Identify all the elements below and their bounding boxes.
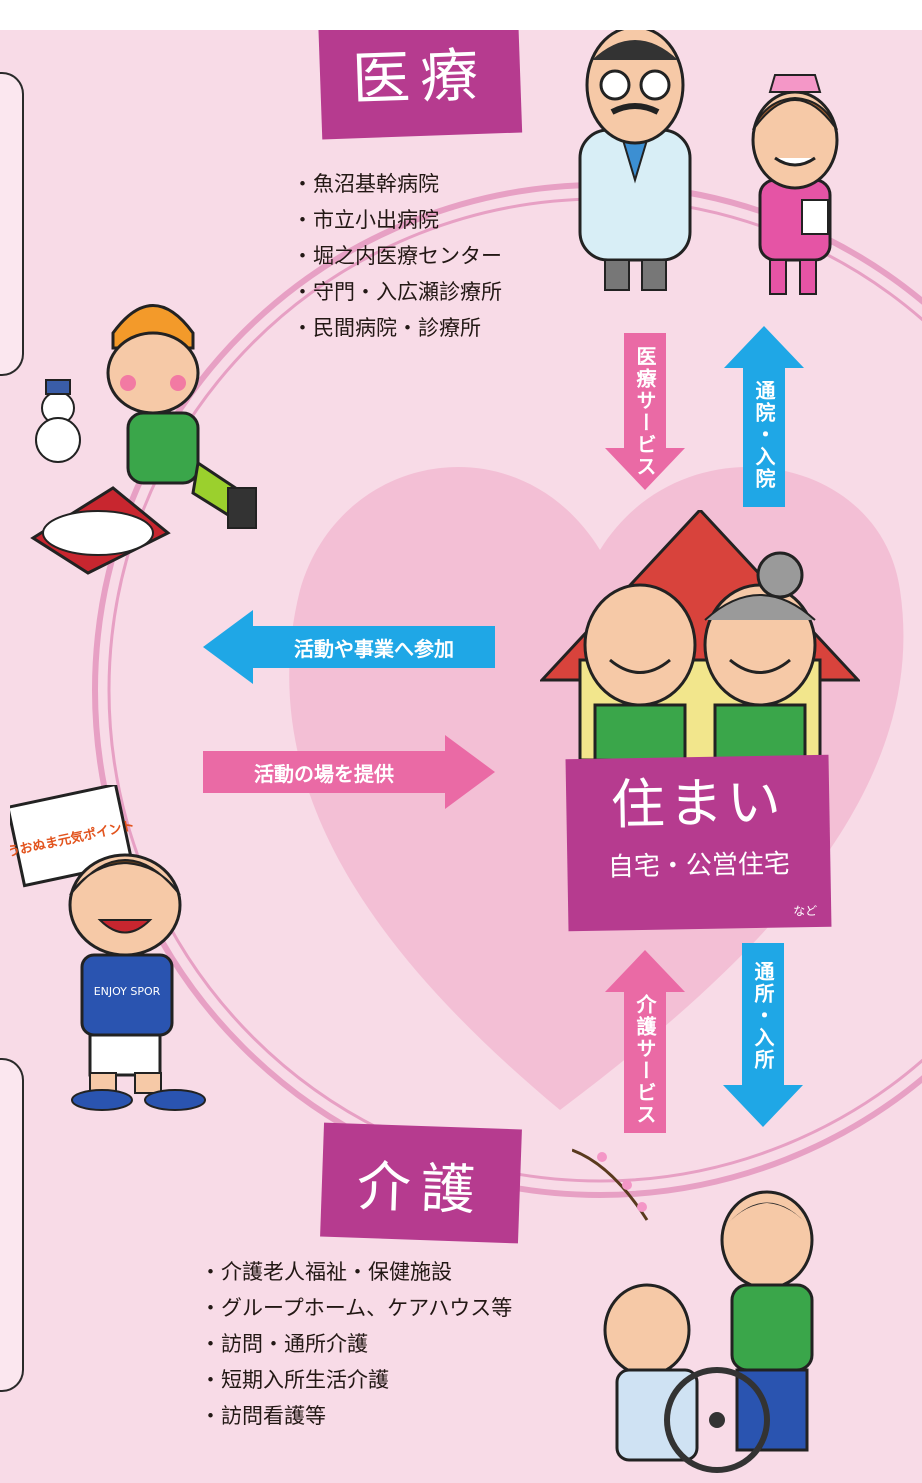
elderly-wheelchair-figure <box>603 1283 770 1473</box>
kaigo-facility-list: 介護老人福祉・保健施設 グループホーム、ケアハウス等 訪問・通所介護 短期入所生… <box>200 1254 512 1434</box>
snow-shoveling-illustration <box>30 304 257 575</box>
iryo-title-banner: 医療 <box>317 30 523 140</box>
participate-arrow: 活動や事業へ参加 <box>203 610 495 684</box>
boy-sign-illustration: うおぬま元気ポイント ENJOY SPOR <box>10 785 206 1111</box>
list-item: グループホーム、ケアハウス等 <box>200 1290 512 1326</box>
arrow-shape-right-pink <box>203 735 495 809</box>
side-panel-top <box>0 72 24 376</box>
nurse-figure <box>751 74 839 295</box>
list-item: 魚沼基幹病院 <box>292 166 502 202</box>
tsuin-nyuin-label: 通院・入院 <box>752 379 776 490</box>
sumai-sign: 住まい 自宅・公営住宅 など <box>565 754 832 932</box>
doctor-figure <box>578 30 692 291</box>
list-item: 訪問・通所介護 <box>200 1326 512 1362</box>
list-item: 短期入所生活介護 <box>200 1362 512 1398</box>
tsusho-nyusho-arrow: 通所・入所 <box>723 943 803 1127</box>
sumai-title: 住まい <box>610 770 786 837</box>
kaigo-title-banner: 介護 <box>320 1122 522 1244</box>
doctor-nurse-illustration <box>578 30 839 295</box>
iryo-service-arrow: 医療サービス <box>605 333 685 490</box>
participate-label: 活動や事業へ参加 <box>294 636 454 661</box>
list-item: 市立小出病院 <box>292 202 502 238</box>
sumai-note: など <box>793 903 818 919</box>
list-item: 訪問看護等 <box>200 1398 512 1434</box>
arrow-shape-up-blue <box>724 326 804 507</box>
arrow-shape-down-pink <box>605 333 685 490</box>
caregiver-figure <box>720 1190 814 1452</box>
list-item: 堀之内医療センター <box>292 238 502 274</box>
cherry-blossom-branch <box>572 1148 649 1221</box>
arrow-shape-left-blue <box>203 610 495 684</box>
shirt-text: ENJOY SPOR <box>94 985 161 998</box>
diagram-canvas: 医療 魚沼基幹病院 市立小出病院 堀之内医療センター 守門・入広瀬診療所 民間病… <box>0 30 922 1483</box>
caregiver-wheelchair-illustration <box>572 1148 814 1473</box>
list-item: 守門・入広瀬診療所 <box>292 274 502 310</box>
iryo-facility-list: 魚沼基幹病院 市立小出病院 堀之内医療センター 守門・入広瀬診療所 民間病院・診… <box>292 166 502 346</box>
iryo-title: 医療 <box>351 40 490 114</box>
list-item: 介護老人福祉・保健施設 <box>200 1254 512 1290</box>
iryo-service-label: 医療サービス <box>633 345 657 478</box>
tsuin-nyuin-arrow: 通院・入院 <box>724 326 804 507</box>
kaigo-service-arrow: 介護サービス <box>605 950 685 1133</box>
kaigo-title: 介護 <box>355 1154 486 1222</box>
provide-place-arrow: 活動の場を提供 <box>203 735 495 809</box>
provide-place-label: 活動の場を提供 <box>254 761 394 786</box>
house-elderly-couple-illustration <box>540 510 860 760</box>
sumai-subtitle: 自宅・公営住宅 <box>607 849 791 883</box>
list-item: 民間病院・診療所 <box>292 310 502 346</box>
arrow-shape-down-blue <box>723 943 803 1127</box>
tsusho-nyusho-label: 通所・入所 <box>751 961 775 1071</box>
kaigo-service-label: 介護サービス <box>633 993 657 1126</box>
snow-shoveler-figure <box>30 304 257 575</box>
arrow-shape-up-pink <box>605 950 685 1133</box>
snowman-figure <box>35 379 81 463</box>
